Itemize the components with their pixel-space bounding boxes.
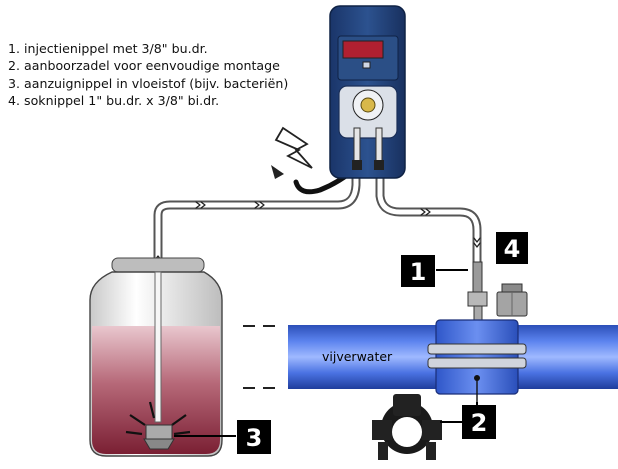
pump-display <box>342 40 384 59</box>
marker-1-label: 1 <box>410 258 427 286</box>
legend-item-text: aanzuignippel in vloeistof (bijv. bacter… <box>24 75 289 91</box>
chemical-container-icon <box>89 257 223 457</box>
socket-nipple-icon <box>496 283 528 317</box>
legend-item-number: 2 <box>8 58 17 74</box>
peristaltic-pump-icon <box>329 5 406 179</box>
legend-item-2: 2. aanboorzadel voor eenvoudige montage <box>8 58 280 74</box>
water-pipe: vijverwater <box>243 325 618 389</box>
legend-item-text: aanboorzadel voor eenvoudige montage <box>24 58 280 74</box>
marker-3: 3 <box>174 420 271 454</box>
marker-1: 1 <box>401 255 468 287</box>
legend-item-4: 4. soknippel 1" bu.dr. x 3/8" bi.dr. <box>8 93 220 109</box>
tapping-saddle-icon <box>427 319 527 402</box>
marker-3-label: 3 <box>246 424 263 452</box>
legend-item-1: 1. injectienippel met 3/8" bu.dr. <box>8 41 208 56</box>
legend-item-number: 4 <box>8 93 17 109</box>
marker-2-label: 2 <box>471 409 488 437</box>
legend-item-text: soknippel 1" bu.dr. x 3/8" bi.dr. <box>24 93 220 109</box>
legend-item-number: 3 <box>8 75 17 91</box>
legend-item-3: 3. aanzuignippel in vloeistof (bijv. bac… <box>8 75 289 91</box>
lightning-bolt-icon <box>271 126 313 179</box>
marker-4-label: 4 <box>504 235 521 263</box>
clamp-saddle-product <box>372 394 442 460</box>
legend-item-number: 1 <box>8 41 17 56</box>
legend-list: 1. injectienippel met 3/8" bu.dr. 2. aan… <box>8 40 288 110</box>
legend-item-text: injectienippel met 3/8" bu.dr. <box>24 41 208 56</box>
marker-4: 4 <box>496 232 528 264</box>
marker-2: 2 <box>440 402 496 439</box>
pump-button <box>362 61 371 69</box>
pipe-label: vijverwater <box>322 349 393 364</box>
